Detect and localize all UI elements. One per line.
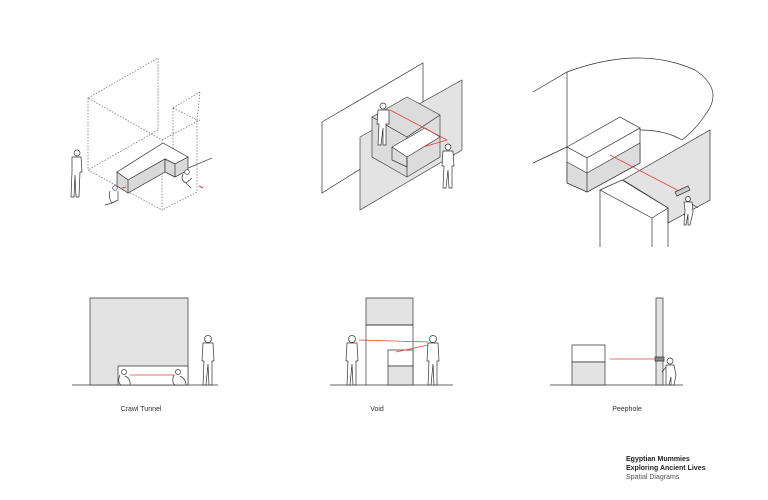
person-standing-icon	[376, 102, 455, 189]
credits-subtitle: Exploring Ancient Lives	[626, 465, 706, 472]
caption-peephole: Peephole	[612, 406, 642, 413]
void-isometric	[321, 62, 463, 211]
person-standing-icon	[70, 149, 83, 198]
credits-title: Egyptian Mummies	[626, 456, 690, 463]
child-crawling-icon	[118, 369, 187, 386]
crawl-tunnel-elevation	[72, 297, 218, 386]
child-peeping-icon	[661, 357, 677, 386]
child-peeping-icon	[683, 196, 699, 226]
void-elevation	[330, 297, 453, 386]
credits-block: Egyptian Mummies Exploring Ancient Lives…	[626, 455, 705, 482]
child-crawling-icon	[104, 169, 193, 206]
caption-void: Void	[370, 406, 384, 413]
crawl-tunnel-isometric	[70, 57, 213, 211]
caption-crawl-tunnel: Crawl Tunnel	[120, 406, 162, 413]
person-standing-icon	[345, 335, 440, 386]
peephole-isometric	[532, 57, 714, 247]
peephole-elevation	[550, 297, 683, 386]
credits-caption: Spatial Diagrams	[626, 474, 680, 481]
person-standing-icon	[201, 335, 215, 386]
